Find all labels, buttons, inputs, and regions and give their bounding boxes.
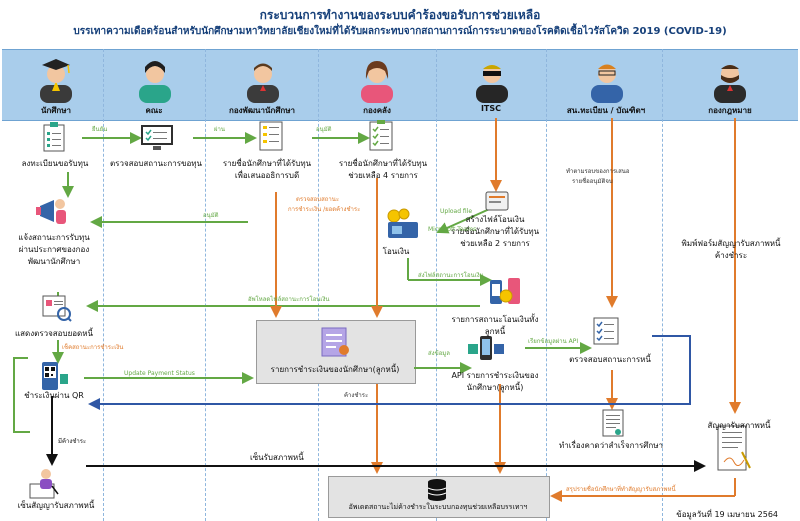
node-transfer-status-1: รายการสถานะโอนเงินทั้ง	[451, 315, 539, 324]
node-print-contract-1: พิมพ์ฟอร์มสัญญารับสภาพหนี้	[681, 239, 781, 248]
node-list-approve-1: รายชื่อนักศึกษาที่ได้รับทุน	[222, 159, 312, 168]
lane-divider	[546, 49, 547, 521]
label-conclude: สรุปรายชื่อนักศึกษาที่ทำสัญญารับสภาพหนี้	[566, 486, 676, 493]
arrow-upload-teams	[436, 206, 495, 234]
label-approve2: อนุมัติ	[203, 212, 219, 219]
label-upload-b: Microsoft Teams	[428, 226, 477, 233]
label-check-status-a: ตรวจสอบสถานะ	[296, 196, 340, 203]
database-icon	[427, 479, 447, 501]
api-phone-icon	[468, 336, 504, 360]
label-outstanding: ค้างชำระ	[344, 392, 369, 399]
node-notify-1: แจ้งสถานะการรับทุน	[18, 233, 90, 242]
faculty-staff-avatar-icon	[139, 61, 171, 103]
lane-label-legal: กองกฎหมาย	[708, 106, 752, 115]
lane-divider	[205, 49, 206, 521]
node-api-list-2: นักศึกษา(ลูกหนี้)	[466, 383, 524, 392]
finance-officer-avatar-icon	[361, 61, 393, 103]
file-create-icon	[485, 191, 509, 211]
node-update-status: อัพเดตสถานะไม่ค้างชำระในระบบกองทุนช่วยเห…	[348, 503, 528, 511]
node-contract: สัญญารับสภาพหนี้	[707, 421, 771, 430]
diagram-title: กระบวนการทำงานของระบบคำร้องขอรับการช่วยเ…	[259, 8, 541, 22]
label-pass: ผ่าน	[214, 126, 225, 133]
diagram-subtitle: บรรเทาความเดือดร้อนสำหรับนักศึกษามหาวิทย…	[73, 26, 727, 37]
lane-divider	[318, 49, 319, 521]
label-check-status-b: การชำระเงิน /ยอดค้างชำระ	[288, 206, 361, 213]
legal-officer-avatar-icon	[714, 65, 746, 103]
node-create-file-3: ช่วยเหลือ 2 รายการ	[460, 239, 530, 248]
node-transfer: โอนเงิน	[382, 247, 410, 256]
lane-divider	[436, 49, 437, 521]
label-update-transfer: อัพโหลดไฟล์สถานะการโอนเงิน	[248, 296, 330, 303]
itsc-hacker-avatar-icon	[476, 65, 508, 103]
label-request-debt-a: ทำตามรอบของการเสนอ	[566, 168, 630, 175]
registrar-avatar-icon	[591, 64, 623, 103]
student-avatar-icon	[40, 59, 72, 103]
label-outstanding2: มีค้างชำระ	[58, 438, 87, 445]
megaphone-icon	[36, 199, 66, 224]
label-send-file: ส่งไฟล์สถานะการโอนเงิน	[418, 272, 484, 279]
label-upload-a: Upload file	[440, 208, 473, 215]
lane-label-finance: กองคลัง	[363, 106, 391, 115]
arrow-loop-back	[13, 357, 30, 433]
lane-label-student-dev: กองพัฒนานักศึกษา	[228, 106, 295, 115]
node-notify-3: พัฒนานักศึกษา	[27, 257, 81, 266]
footer-date: ข้อมูลวันที่ 19 เมษายน 2564	[676, 510, 778, 519]
transfer-status-phones-icon	[490, 278, 520, 304]
label-approve: อนุมัติ	[316, 126, 332, 133]
node-list-aid-2: ช่วยเหลือ 4 รายการ	[348, 171, 418, 180]
qr-payment-icon	[42, 362, 68, 390]
node-create-file-2: รายชื่อนักศึกษาที่ได้รับทุน	[450, 227, 540, 236]
money-transfer-icon	[387, 208, 418, 238]
node-list-aid-1: รายชื่อนักศึกษาที่ได้รับทุน	[338, 159, 428, 168]
label-update-payment: Update Payment Status	[124, 370, 195, 377]
lane-label-faculty: คณะ	[145, 106, 163, 115]
label-via-api: เรียกข้อมูลผ่าน API	[528, 338, 579, 345]
node-show-debt: แสดงตรวจสอบยอดหนี้	[14, 329, 93, 338]
label-request-debt-b: รายชื่ออนุมัติจบ	[572, 178, 613, 185]
graduation-document-icon	[602, 409, 624, 437]
node-notify-grad: ทำเรื่องคาดว่าสำเร็จการศึกษา	[559, 441, 663, 450]
label-confirm: ยืนยัน	[92, 126, 108, 133]
swimlane-header-bar	[2, 49, 798, 121]
arrow-debt-status-back	[88, 335, 691, 410]
clipboard-register-icon	[43, 122, 65, 152]
debt-status-checklist-icon	[593, 317, 619, 345]
node-create-file-1: สร้างไฟล์โอนเงิน	[465, 215, 525, 224]
node-api-list-1: API รายการชำระเงินของ	[451, 371, 539, 380]
monitor-checklist-icon	[141, 125, 173, 150]
debt-check-icon	[42, 295, 72, 322]
lane-divider	[103, 49, 104, 521]
lane-label-registrar: สน.ทะเบียน / บัณฑิตฯ	[566, 106, 646, 115]
payment-list-icon	[321, 327, 349, 357]
label-sign: เซ็นรับสภาพหนี้	[250, 453, 304, 462]
sign-contract-icon	[29, 469, 59, 499]
node-print-contract-2: ค้างชำระ	[714, 251, 748, 260]
node-check-status: ตรวจสอบสถานะการขอทุน	[109, 159, 203, 168]
contract-document-icon	[717, 425, 751, 471]
node-notify-2: ผ่านประกาศของกอง	[18, 245, 90, 254]
node-transfer-status-2: ลูกหนี้	[484, 327, 506, 336]
list-document-icon	[259, 121, 283, 151]
aid-list-document-icon	[369, 120, 393, 151]
node-sign-contract: เซ็นสัญญารับสภาพหนี้	[17, 501, 95, 510]
student-dev-officer-avatar-icon	[247, 63, 279, 103]
node-register: ลงทะเบียนขอรับทุน	[21, 159, 89, 168]
node-list-approve-2: เพื่อเสนออธิการบดี	[234, 171, 300, 180]
node-pay-qr: ชำระเงินผ่าน QR	[24, 391, 84, 400]
lane-label-student: นักศึกษา	[41, 106, 71, 115]
node-check-debt-status: ตรวจสอบสถานะการหนี้	[569, 355, 651, 364]
label-pay-status: เช็คสถานะการชำระเงิน	[62, 344, 124, 351]
lane-divider	[662, 49, 663, 521]
label-send-data: ส่งข้อมูล	[428, 350, 450, 357]
node-payment-list: รายการชำระเงินของนักศึกษา(ลูกหนี้)	[270, 365, 400, 374]
lane-label-itsc: ITSC	[480, 104, 502, 113]
